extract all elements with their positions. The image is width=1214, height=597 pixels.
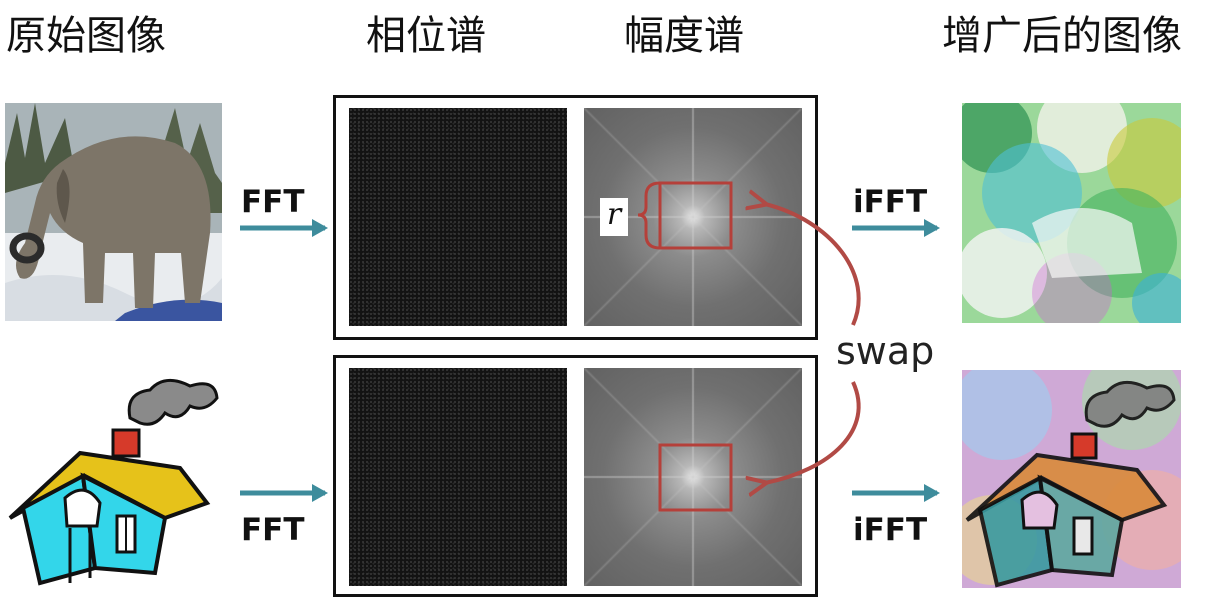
augmented-house [962, 370, 1181, 588]
ifft-arrow-top-head [924, 219, 940, 237]
ifft-label-top: iFFT [853, 184, 928, 220]
header-augmented-image: 增广后的图像 [942, 13, 1182, 59]
swap-arrow-bottom [765, 381, 861, 483]
cartoon-house [5, 368, 222, 586]
header-original-image: 原始图像 [6, 13, 166, 59]
header-amplitude-spectrum: 幅度谱 [624, 13, 744, 59]
radius-label: r [600, 198, 628, 236]
header-phase-spectrum: 相位谱 [366, 13, 486, 59]
ifft-arrow-bottom-head [924, 484, 940, 502]
elephant-photo-graphic [5, 103, 222, 321]
fft-arrow-bottom-head [312, 484, 328, 502]
cartoon-house-graphic [8, 378, 219, 586]
fft-label-bottom: FFT [241, 512, 305, 548]
phase-spectrum-top [349, 108, 567, 326]
fft-arrow-top-head [312, 219, 328, 237]
augmented-elephant [962, 103, 1181, 323]
low-freq-window-top [658, 181, 733, 250]
radius-brace [637, 181, 661, 250]
fft-label-top: FFT [241, 184, 305, 220]
phase-spectrum-bottom [349, 368, 567, 586]
augmented-house-graphic [962, 370, 1181, 588]
low-freq-window-bottom [658, 443, 733, 512]
elephant-photo [5, 103, 222, 321]
augmented-elephant-graphic [962, 103, 1181, 323]
swap-arrow-top [765, 204, 861, 326]
swap-label: swap [832, 332, 939, 370]
ifft-label-bottom: iFFT [853, 512, 928, 548]
